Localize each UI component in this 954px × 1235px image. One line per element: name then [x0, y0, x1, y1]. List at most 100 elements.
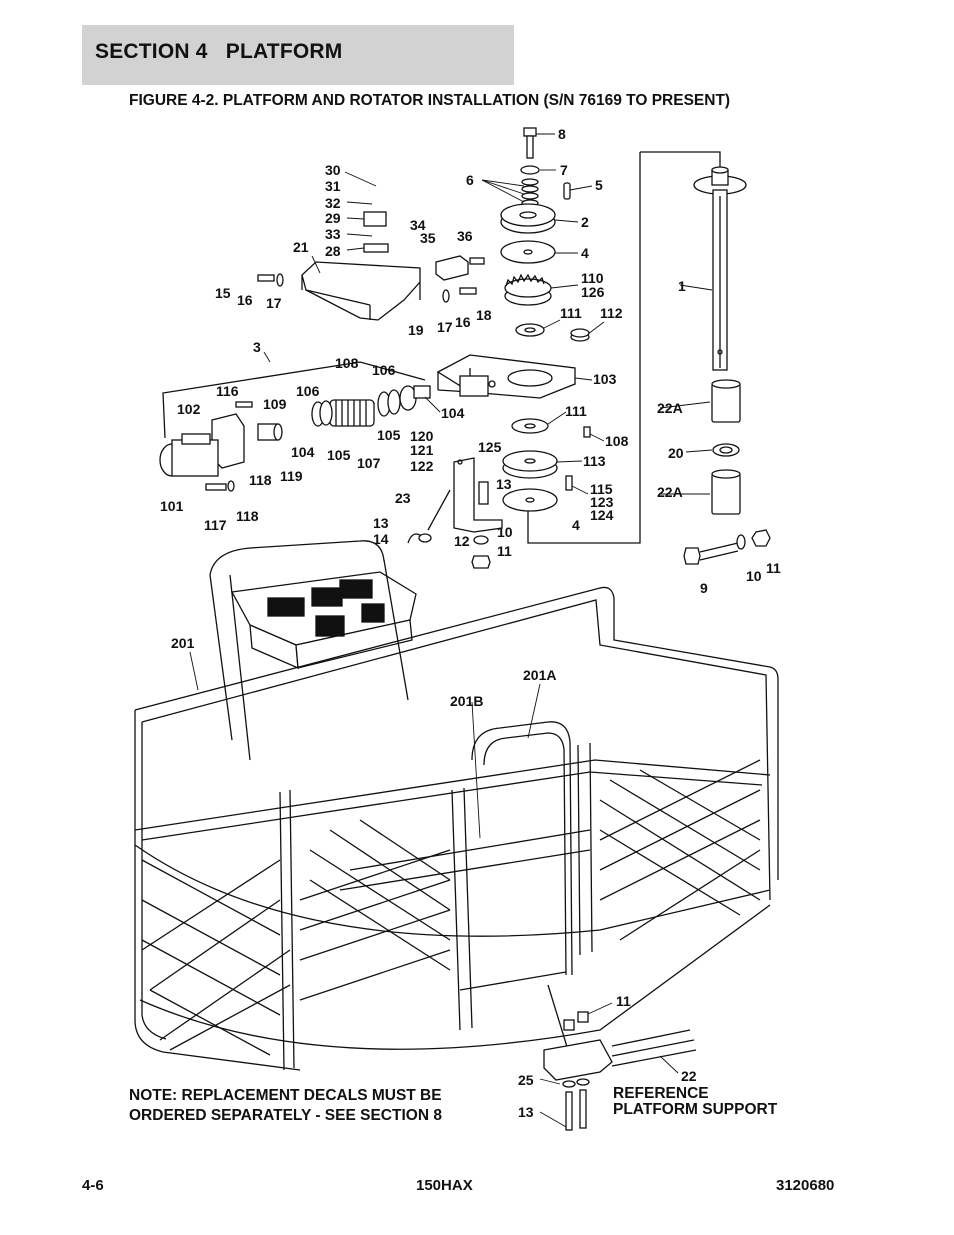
callout-106: 106: [372, 362, 396, 378]
motor-mount-21: [301, 261, 421, 321]
reference-label: REFERENCE PLATFORM SUPPORT: [613, 1086, 777, 1118]
callout-1: 1: [678, 278, 686, 294]
footer-model: 150HAX: [416, 1177, 473, 1194]
callout-19: 19: [408, 322, 424, 338]
callout-125: 125: [478, 439, 502, 455]
washer-111-upper: [515, 323, 545, 337]
rotator-bracket-top: [640, 151, 721, 168]
decal-note-line-2: ORDERED SEPARATELY - SEE SECTION 8: [129, 1107, 442, 1124]
callout-104: 104: [441, 405, 465, 421]
callout-12: 12: [454, 533, 470, 549]
callout-14: 14: [373, 531, 389, 547]
washer-17-right: [442, 289, 450, 303]
callout-105: 105: [327, 447, 351, 463]
callout-120: 120: [410, 428, 434, 444]
worm-gear-110: [504, 273, 552, 306]
washer-111-lower: [511, 418, 549, 434]
screw-18: [459, 287, 477, 295]
callout-28: 28: [325, 243, 341, 259]
callout-22: 22: [681, 1068, 697, 1084]
pin-116: [235, 401, 253, 408]
callout-16: 16: [455, 314, 471, 330]
callout-13: 13: [373, 515, 389, 531]
washer-20: [712, 443, 740, 457]
bushing-22a-upper: [711, 379, 741, 423]
set-screw-108: [583, 426, 591, 438]
platform-support-22: [543, 984, 697, 1131]
rotator-shaft: [693, 166, 747, 371]
callout-116: 116: [216, 383, 239, 399]
callout-107: 107: [357, 455, 381, 471]
callout-108: 108: [605, 433, 629, 449]
bolt-115: [565, 475, 573, 491]
callout-22a: 22A: [657, 400, 683, 416]
callout-18: 18: [476, 307, 492, 323]
bolt-13: [478, 481, 489, 505]
platform-basket: [134, 586, 779, 1071]
callout-8: 8: [558, 126, 566, 142]
callout-119: 119: [280, 468, 303, 484]
callout-10: 10: [497, 524, 513, 540]
callout-102: 102: [177, 401, 201, 417]
callout-201a: 201A: [523, 667, 556, 683]
bolt-8: [523, 127, 537, 159]
reference-line-1: REFERENCE: [613, 1085, 709, 1102]
washer-7: [520, 165, 540, 175]
callout-23: 23: [395, 490, 411, 506]
decal-note: NOTE: REPLACEMENT DECALS MUST BE ORDERED…: [129, 1086, 442, 1126]
callout-22a: 22A: [657, 484, 683, 500]
callout-110: 110: [581, 270, 604, 286]
washer-118: [227, 480, 235, 492]
plate-28: [363, 243, 389, 253]
spacer-120: [413, 385, 431, 399]
callout-201b: 201B: [450, 693, 483, 709]
callout-30: 30: [325, 162, 341, 178]
callout-124: 124: [590, 507, 614, 523]
callout-16: 16: [237, 292, 253, 308]
hub-2: [500, 203, 556, 234]
footer-doc-number: 3120680: [776, 1177, 835, 1194]
figure-title: FIGURE 4-2. PLATFORM AND ROTATOR INSTALL…: [129, 92, 731, 109]
nut-11: [751, 529, 771, 547]
hydraulic-motor-101: [159, 433, 219, 477]
callout-13: 13: [496, 476, 512, 492]
decal-note-line-1: NOTE: REPLACEMENT DECALS MUST BE: [129, 1087, 442, 1104]
callout-31: 31: [325, 178, 341, 194]
callout-106: 106: [296, 383, 320, 399]
rotator-housing-103: [436, 354, 576, 399]
switch-23: [407, 489, 451, 544]
callout-117: 117: [204, 517, 227, 533]
bolt-117: [205, 483, 227, 491]
block-35: [435, 255, 469, 281]
callout-29: 29: [325, 210, 341, 226]
callout-10: 10: [746, 568, 762, 584]
callout-108: 108: [335, 355, 359, 371]
bearings-105: [311, 389, 401, 427]
section-header-band: [82, 25, 514, 85]
cap-112: [570, 328, 590, 342]
control-box: [209, 540, 417, 761]
callout-122: 122: [410, 458, 434, 474]
callout-3: 3: [253, 339, 261, 355]
callout-118: 118: [236, 508, 259, 524]
reference-line-2: PLATFORM SUPPORT: [613, 1101, 778, 1118]
callout-112: 112: [600, 305, 623, 321]
pin-5: [563, 182, 571, 200]
callout-123: 123: [590, 494, 614, 510]
callout-11: 11: [616, 993, 631, 1009]
section-title: SECTION 4 PLATFORM: [95, 40, 343, 63]
callout-103: 103: [593, 371, 617, 387]
callout-113: 113: [583, 453, 606, 469]
screw-36: [469, 257, 485, 265]
callout-21: 21: [293, 239, 309, 255]
callout-36: 36: [457, 228, 473, 244]
worm-107: [329, 399, 375, 427]
callout-118: 118: [249, 472, 272, 488]
callout-126: 126: [581, 284, 605, 300]
callout-7: 7: [560, 162, 568, 178]
callout-11: 11: [766, 560, 781, 576]
callout-33: 33: [325, 226, 341, 242]
washer-10b: [473, 535, 489, 545]
clamp-29: [363, 211, 387, 227]
